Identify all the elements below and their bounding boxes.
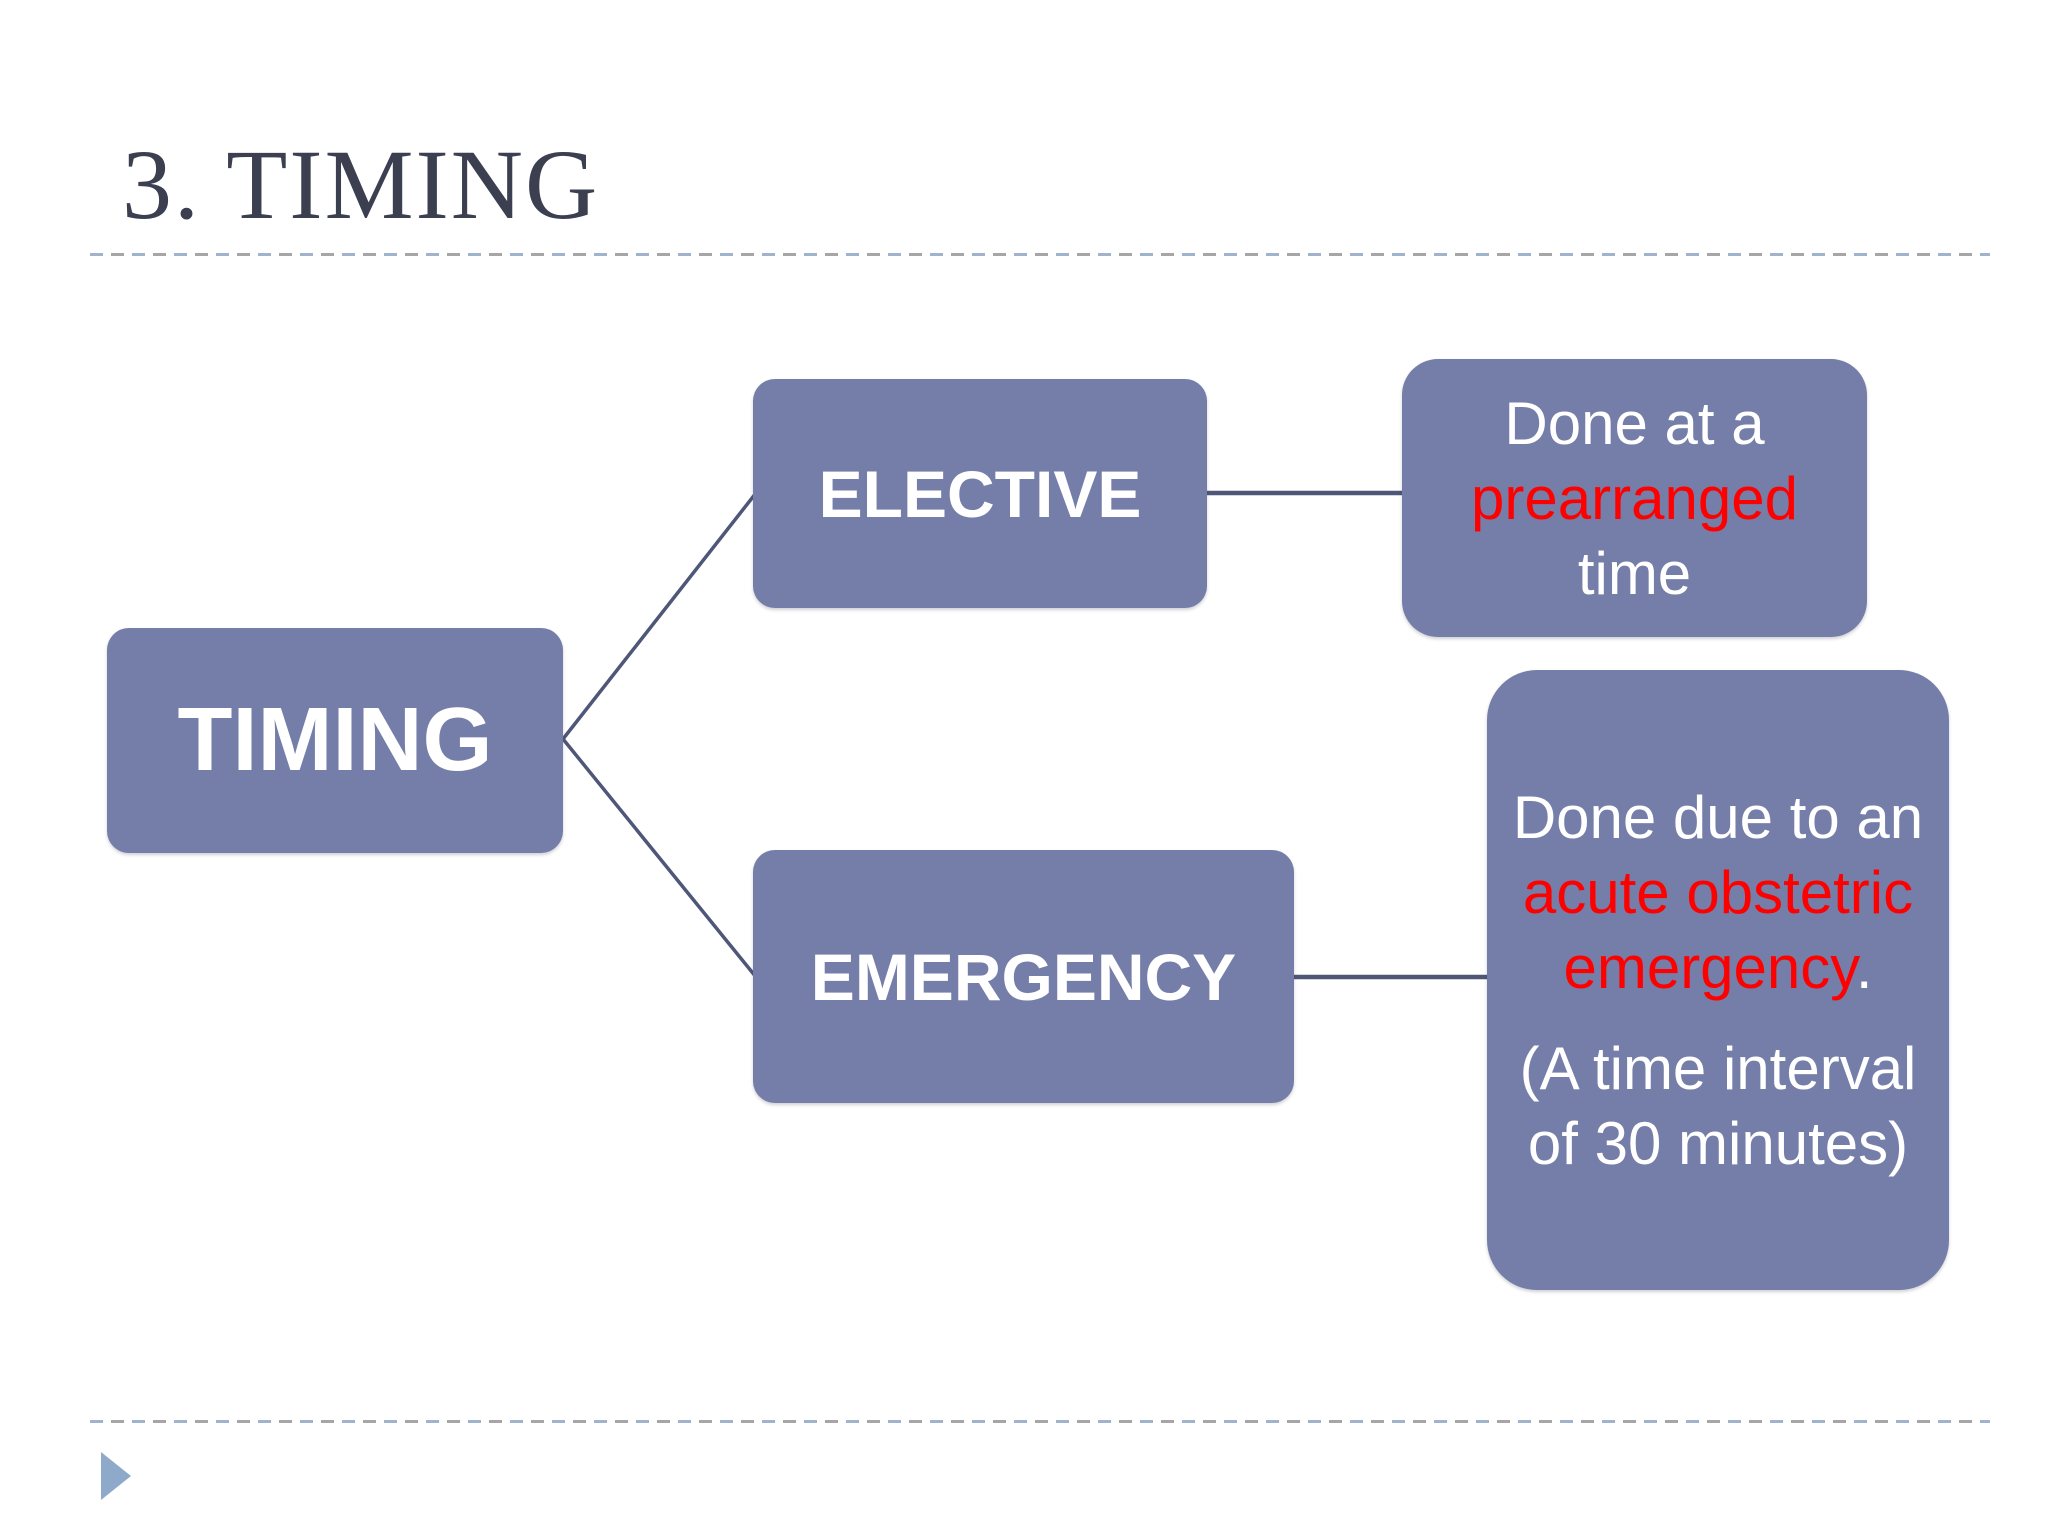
next-slide-triangle-icon bbox=[101, 1452, 131, 1500]
elective-detail-text: Done at a prearranged time bbox=[1428, 386, 1841, 611]
emergency-detail-before: Done due to an bbox=[1512, 783, 1924, 851]
node-elective-detail: Done at a prearranged time bbox=[1402, 359, 1867, 637]
node-timing: TIMING bbox=[107, 628, 563, 853]
connector-timing-emergency bbox=[561, 737, 758, 979]
node-emergency-detail: Done due to an acute obstetric emergency… bbox=[1487, 670, 1949, 1290]
elective-detail-highlight: prearranged bbox=[1471, 464, 1798, 532]
footer-divider-dashed-line bbox=[90, 1420, 1990, 1423]
node-elective-label: ELECTIVE bbox=[818, 456, 1142, 531]
connector-timing-elective bbox=[561, 491, 758, 741]
emergency-detail-highlight: acute obstetric emergency bbox=[1522, 858, 1914, 1001]
emergency-detail-note: (A time interval of 30 minutes) bbox=[1519, 1034, 1917, 1177]
node-emergency-label: EMERGENCY bbox=[810, 939, 1237, 1014]
emergency-detail-after: . bbox=[1855, 933, 1873, 1001]
title-divider-dashed-line bbox=[90, 253, 1990, 256]
node-emergency: EMERGENCY bbox=[753, 850, 1294, 1103]
node-timing-label: TIMING bbox=[177, 690, 493, 790]
elective-detail-after: time bbox=[1577, 539, 1692, 607]
page-title: 3. TIMING bbox=[122, 129, 600, 240]
emergency-detail-text: Done due to an acute obstetric emergency… bbox=[1505, 780, 1931, 1005]
node-elective: ELECTIVE bbox=[753, 379, 1207, 608]
elective-detail-before: Done at a bbox=[1504, 389, 1765, 457]
